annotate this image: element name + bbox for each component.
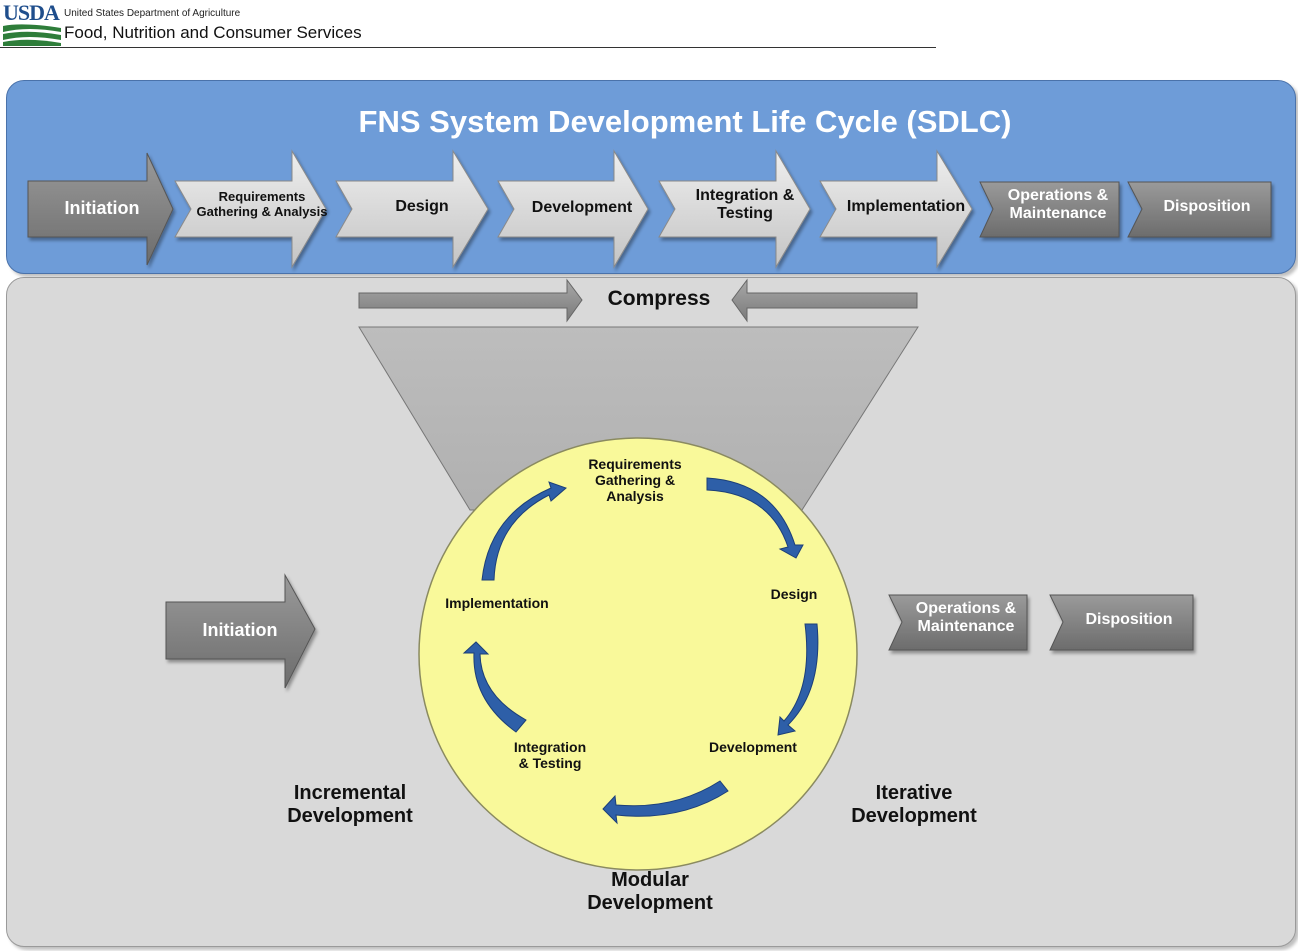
cycle-arrow-to-development <box>777 623 819 736</box>
cycle-arrow-to-integration <box>602 780 729 825</box>
compress-arrow-right <box>358 278 583 323</box>
phase-label-integration: Integration & Testing <box>675 187 815 224</box>
phase-arrow-disposition <box>1127 181 1272 238</box>
phase-label-operations-line1: Operations & <box>1007 187 1109 204</box>
header-divider <box>0 47 936 48</box>
phase-label-integration-line2: Testing <box>717 205 773 223</box>
bottom-arrow-disposition <box>1049 594 1194 651</box>
phase-arrow-design <box>335 149 489 269</box>
cycle-arrow-to-design <box>706 477 804 559</box>
cycle-label-integration: Integration & Testing <box>490 739 610 771</box>
iterative-line1: Iterative <box>875 782 953 804</box>
compress-label: Compress <box>607 287 711 310</box>
bottom-label-operations-line2: Maintenance <box>917 618 1015 636</box>
bottom-arrow-operations <box>888 594 1028 651</box>
cycle-label-requirements-line3: Analysis <box>606 488 664 505</box>
cycle-label-development: Development <box>709 739 797 755</box>
cycle-label-implementation: Implementation <box>445 595 549 611</box>
phase-arrow-requirements <box>174 149 327 269</box>
phase-label-disposition: Disposition <box>1163 198 1251 215</box>
incremental-development-label: Incremental Development <box>260 782 440 828</box>
phase-label-initiation: Initiation <box>64 198 140 218</box>
phase-label-development: Development <box>531 199 633 216</box>
phase-label-design: Design <box>395 198 449 215</box>
sdlc-panel <box>6 80 1296 274</box>
usda-logo-text: USDA <box>3 0 60 25</box>
iteration-circle <box>418 437 858 871</box>
department-name: United States Department of Agriculture <box>64 8 241 19</box>
phase-label-implementation: Implementation <box>846 198 966 215</box>
bottom-label-initiation: Initiation <box>202 620 278 640</box>
cycle-label-requirements: Requirements Gathering & Analysis <box>560 456 710 504</box>
agency-name: Food, Nutrition and Consumer Services <box>64 23 362 42</box>
phase-arrow-implementation <box>819 149 973 269</box>
compress-arrow-left <box>731 278 918 323</box>
diagram-title: FNS System Development Life Cycle (SDLC) <box>358 104 1012 139</box>
phase-label-requirements: Requirements Gathering & Analysis <box>182 189 342 220</box>
bottom-arrow-initiation <box>165 573 316 689</box>
incremental-line1: Incremental <box>293 782 407 804</box>
modular-development-label: Modular Development <box>560 869 740 915</box>
incremental-line2: Development <box>287 805 413 827</box>
bottom-label-operations: Operations & Maintenance <box>896 600 1036 637</box>
phase-arrow-integration <box>658 149 811 269</box>
cycle-label-requirements-line1: Requirements <box>588 456 682 472</box>
page-header: USDA United States Department of Agricul… <box>0 0 940 50</box>
bottom-label-operations-line1: Operations & <box>915 600 1017 617</box>
cycle-label-integration-line2: & Testing <box>518 755 582 772</box>
cycle-arrow-to-implementation <box>462 641 527 733</box>
phase-label-operations: Operations & Maintenance <box>988 187 1128 224</box>
phase-label-requirements-line2: Gathering & Analysis <box>196 203 328 219</box>
phase-label-integration-line1: Integration & <box>695 187 795 204</box>
phase-label-requirements-line1: Requirements <box>218 189 306 204</box>
cycle-arrow-to-requirements <box>481 481 567 581</box>
phase-arrow-initiation <box>27 152 174 266</box>
iterative-line2: Development <box>851 805 977 827</box>
phase-arrow-operations <box>979 181 1120 238</box>
cycle-label-design: Design <box>770 586 818 602</box>
iterative-development-label: Iterative Development <box>824 782 1004 828</box>
bottom-label-disposition: Disposition <box>1085 611 1173 628</box>
phase-label-operations-line2: Maintenance <box>1009 205 1107 223</box>
modular-line1: Modular <box>611 869 689 891</box>
cycle-label-requirements-line2: Gathering & <box>594 472 676 489</box>
cycle-label-integration-line1: Integration <box>513 739 587 755</box>
modular-line2: Development <box>587 892 713 914</box>
usda-logo <box>3 24 61 46</box>
phase-arrow-development <box>497 149 649 269</box>
